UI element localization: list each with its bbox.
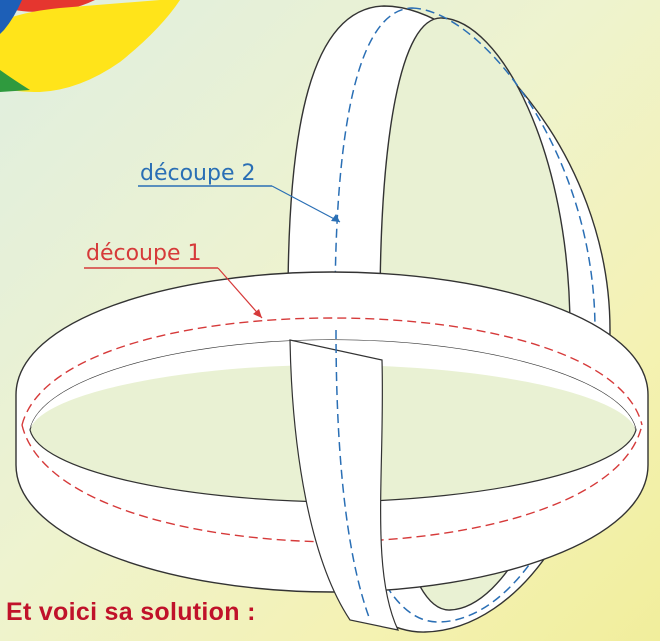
cut-line-2-front [335,329,371,621]
label-cut-1-leader [217,267,263,319]
corner-green-shape [0,70,30,92]
label-cut-1-arrowhead [253,309,262,318]
label-cut-2-arrowhead [331,214,340,222]
label-cut-1-text: découpe 1 [86,241,202,266]
vertical-ring-front-part [289,329,400,631]
corner-blue-shape [0,0,22,34]
corner-yellow-shape [0,0,180,92]
label-cut-2: découpe 2 [138,161,341,223]
label-cut-2-text: découpe 2 [140,161,256,186]
cut-line-1-back [21,317,643,426]
cut-line-2 [334,7,596,623]
vertical-ring-front-band [289,339,400,631]
horizontal-ring-back-surface [30,340,636,430]
corner-red-shape [0,0,95,12]
corner-decoration [0,0,180,92]
label-cut-2-leader [271,185,341,223]
cut-line-1-front [21,424,643,543]
solution-caption: Et voici sa solution : [6,598,256,626]
label-cut-1: découpe 1 [84,241,263,319]
